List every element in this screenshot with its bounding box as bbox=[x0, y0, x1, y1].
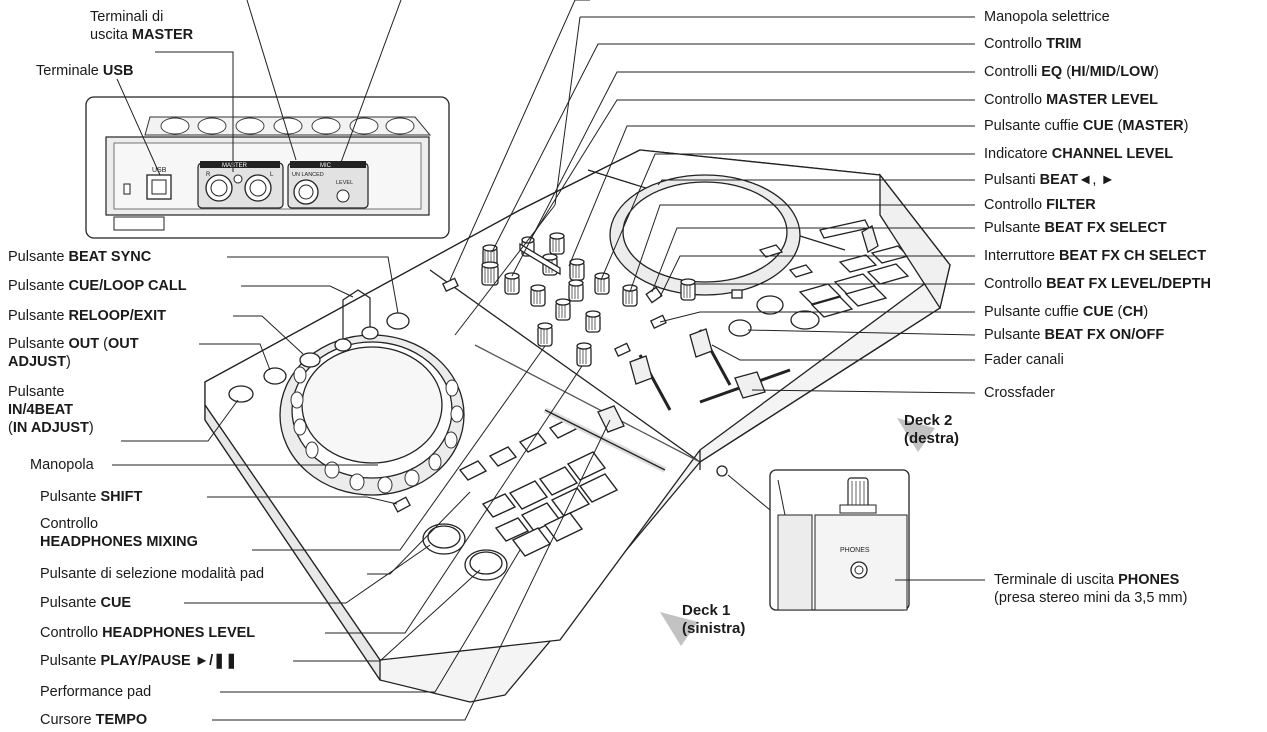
label-hp-level: Controllo HEADPHONES LEVEL bbox=[40, 625, 256, 641]
svg-text:LEVEL: LEVEL bbox=[336, 180, 353, 186]
jog-ring-leds-left bbox=[290, 366, 464, 494]
channel-faders bbox=[629, 328, 791, 411]
tempo-slider bbox=[543, 405, 667, 473]
label-trim: Controllo TRIM bbox=[984, 36, 1082, 52]
play-cue-buttons bbox=[422, 523, 508, 581]
cue-loop-bracket bbox=[342, 289, 371, 339]
label-cue-ch: Pulsante cuffie CUE (CH) bbox=[984, 304, 1149, 320]
label-ch-fader: Fader canali bbox=[984, 352, 1064, 368]
usb-port-label: USB bbox=[152, 167, 167, 174]
label-fx-onoff: Pulsante BEAT FX ON/OFF bbox=[984, 327, 1165, 343]
right-deck-pads bbox=[758, 219, 910, 318]
label-cue-master: Pulsante cuffie CUE (MASTER) bbox=[984, 118, 1189, 134]
label-eq: Controlli EQ (HI/MID/LOW) bbox=[984, 64, 1159, 80]
phones-inset: PHONES bbox=[769, 469, 910, 611]
deck1-arrow bbox=[660, 612, 698, 646]
label-shift: Pulsante SHIFT bbox=[40, 489, 143, 505]
master-section-label: MASTER bbox=[222, 163, 248, 169]
left-deck-buttons bbox=[228, 312, 411, 513]
right-side-body bbox=[879, 173, 951, 310]
label-cue-loop-call: Pulsante CUE/LOOP CALL bbox=[8, 278, 187, 294]
mic-section-label: MIC bbox=[320, 163, 332, 169]
label-cue: Pulsante CUE bbox=[40, 595, 132, 611]
phones-jack bbox=[716, 465, 728, 477]
jog-wheel-left bbox=[279, 334, 465, 496]
label-jog: Manopola bbox=[30, 457, 94, 473]
label-ch-level: Indicatore CHANNEL LEVEL bbox=[984, 146, 1174, 162]
svg-text:UN LANCED: UN LANCED bbox=[292, 172, 324, 178]
label-selector: Manopola selettrice bbox=[984, 9, 1110, 25]
label-play-pause: Pulsante PLAY/PAUSE ►/❚❚ bbox=[40, 653, 238, 669]
mixer-buttons bbox=[442, 242, 820, 358]
label-filter: Controllo FILTER bbox=[984, 197, 1096, 213]
label-deck2: Deck 2(destra) bbox=[904, 412, 960, 447]
label-fx-ch-select: Interruttore BEAT FX CH SELECT bbox=[984, 248, 1207, 264]
leader-lines bbox=[112, 0, 985, 721]
svg-text:R: R bbox=[206, 172, 211, 178]
label-pad-mode: Pulsante di selezione modalità pad bbox=[40, 566, 265, 582]
label-crossfader: Crossfader bbox=[984, 385, 1055, 401]
label-deck1: Deck 1(sinistra) bbox=[682, 602, 746, 637]
label-fx-select: Pulsante BEAT FX SELECT bbox=[984, 220, 1167, 236]
label-beat-sync: Pulsante BEAT SYNC bbox=[8, 249, 152, 265]
label-fx-level: Controllo BEAT FX LEVEL/DEPTH bbox=[984, 276, 1211, 292]
deck2-arrow bbox=[897, 418, 935, 452]
phones-panel-label: PHONES bbox=[840, 547, 870, 554]
label-perf-pad: Performance pad bbox=[40, 684, 152, 700]
label-term-usb: Terminale USB bbox=[36, 63, 134, 79]
label-beat-buttons: Pulsanti BEAT◄, ► bbox=[984, 172, 1115, 188]
label-master-level: Controllo MASTER LEVEL bbox=[984, 92, 1159, 108]
svg-text:L: L bbox=[270, 172, 274, 178]
label-tempo: Cursore TEMPO bbox=[40, 712, 148, 728]
rear-inset: USB MASTER R L MIC UN LANCED LEVEL bbox=[85, 96, 450, 239]
label-reloop-exit: Pulsante RELOOP/EXIT bbox=[8, 308, 166, 324]
label-phones-out: Terminale di uscita PHONES(presa stereo … bbox=[994, 572, 1188, 606]
